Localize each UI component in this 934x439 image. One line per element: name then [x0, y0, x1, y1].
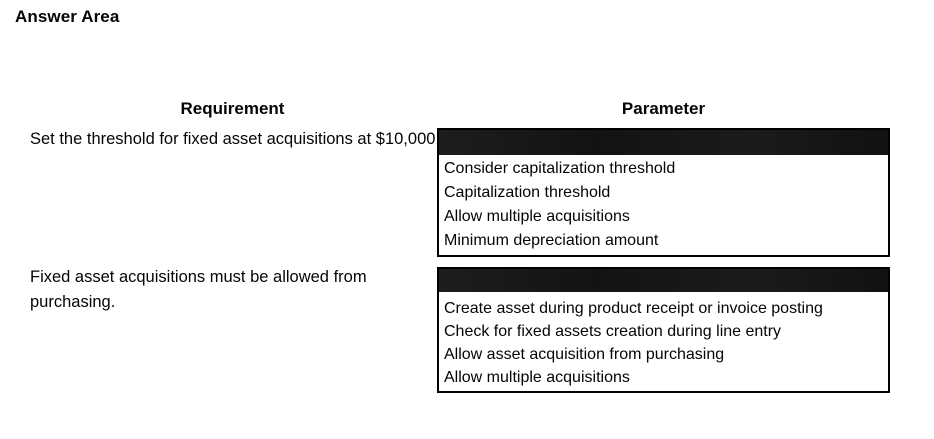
selected-value-bar[interactable] — [439, 269, 888, 292]
listbox-option[interactable]: Capitalization threshold — [444, 184, 611, 201]
requirement-column-header: Requirement — [180, 99, 285, 118]
selected-value-bar[interactable] — [439, 130, 888, 155]
listbox-option[interactable]: Allow multiple acquisitions — [444, 208, 630, 225]
listbox-option[interactable]: Check for fixed assets creation during l… — [444, 323, 782, 340]
listbox-option[interactable]: Create asset during product receipt or i… — [444, 300, 823, 317]
listbox-option[interactable]: Allow asset acquisition from purchasing — [444, 346, 725, 363]
listbox-option[interactable]: Allow multiple acquisitions — [444, 369, 630, 386]
parameter-listbox[interactable]: Consider capitalization threshold Capita… — [437, 128, 890, 257]
requirement-text: Set the threshold for fixed asset acquis… — [30, 130, 441, 148]
parameter-listbox[interactable]: Create asset during product receipt or i… — [437, 267, 890, 393]
listbox-option[interactable]: Minimum depreciation amount — [444, 232, 659, 249]
options-list: Consider capitalization threshold Capita… — [439, 155, 888, 253]
listbox-option[interactable]: Consider capitalization threshold — [444, 160, 676, 177]
requirement-text: Fixed asset acquisitions must be allowed… — [30, 268, 367, 311]
page-title: Answer Area — [15, 7, 120, 26]
options-list: Create asset during product receipt or i… — [439, 292, 888, 389]
parameter-column-header: Parameter — [621, 99, 706, 118]
